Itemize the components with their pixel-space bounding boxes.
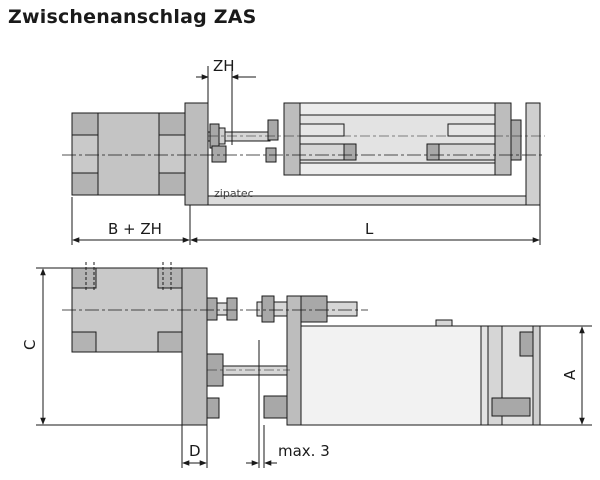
top-cylinder-mid	[97, 112, 160, 196]
top-cylinder-corner-br	[158, 172, 186, 196]
a-dimension	[540, 325, 592, 426]
side-stop-plate	[181, 267, 208, 426]
side-middle-plate	[286, 295, 302, 426]
d-dimension	[181, 425, 208, 468]
side-end-nut-top	[519, 331, 535, 357]
side-end-face	[532, 325, 541, 426]
top-cylinder-corner-bl	[71, 172, 99, 196]
label-d: D	[189, 442, 201, 460]
side-nut-upper-a	[261, 295, 275, 323]
top-block-right	[494, 102, 512, 176]
side-nut-low	[206, 397, 220, 419]
brand-label: zipatec	[214, 187, 254, 200]
zh-dimension	[196, 66, 256, 145]
top-bolt-left-b	[299, 143, 345, 161]
side-cylinder-corner-tr	[157, 267, 183, 289]
b-zh-dimension	[71, 197, 191, 245]
max3-dimension	[246, 340, 277, 468]
side-cylinder-corner-br	[157, 331, 183, 353]
side-rod-upper-r	[326, 301, 358, 317]
label-c: C	[21, 340, 39, 350]
top-bolt-left-a	[299, 123, 345, 137]
side-rod-top	[216, 302, 228, 316]
top-nut-right	[510, 119, 522, 161]
side-end-nut-low	[491, 397, 531, 417]
label-b-zh: B + ZH	[108, 220, 162, 238]
top-frame-rail	[207, 195, 527, 206]
top-cylinder-corner-tl	[71, 112, 99, 136]
top-bolt-left-cap	[343, 143, 357, 161]
side-view	[62, 262, 541, 426]
l-dimension	[190, 205, 541, 245]
top-end-plate	[525, 102, 541, 206]
top-bolt-right-cap	[426, 143, 440, 161]
label-l: L	[365, 220, 374, 238]
side-nut-low-a	[263, 395, 288, 419]
side-cylinder-corner-tl	[71, 267, 97, 289]
top-cylinder-corner-tr	[158, 112, 186, 136]
side-nut-top-2	[226, 297, 238, 321]
label-a: A	[561, 369, 579, 380]
top-nut-left-a	[267, 119, 279, 141]
label-max3: max. 3	[278, 442, 330, 460]
side-housing-tab	[435, 319, 453, 327]
top-stop-plate	[184, 102, 209, 206]
side-rod-mid	[222, 365, 288, 376]
top-view	[62, 102, 545, 206]
c-dimension	[36, 267, 182, 426]
side-nut-upper-b	[300, 295, 328, 323]
page-title: Zwischenanschlag ZAS	[8, 6, 257, 28]
top-bolt-right-a	[447, 123, 496, 137]
side-cylinder-corner-bl	[71, 331, 97, 353]
top-bolt-right-b	[436, 143, 496, 161]
top-rod-nut-3	[211, 145, 227, 163]
label-zh: ZH	[213, 57, 235, 75]
side-nut-top	[206, 297, 218, 321]
side-housing	[300, 325, 482, 426]
top-block-left	[283, 102, 301, 176]
